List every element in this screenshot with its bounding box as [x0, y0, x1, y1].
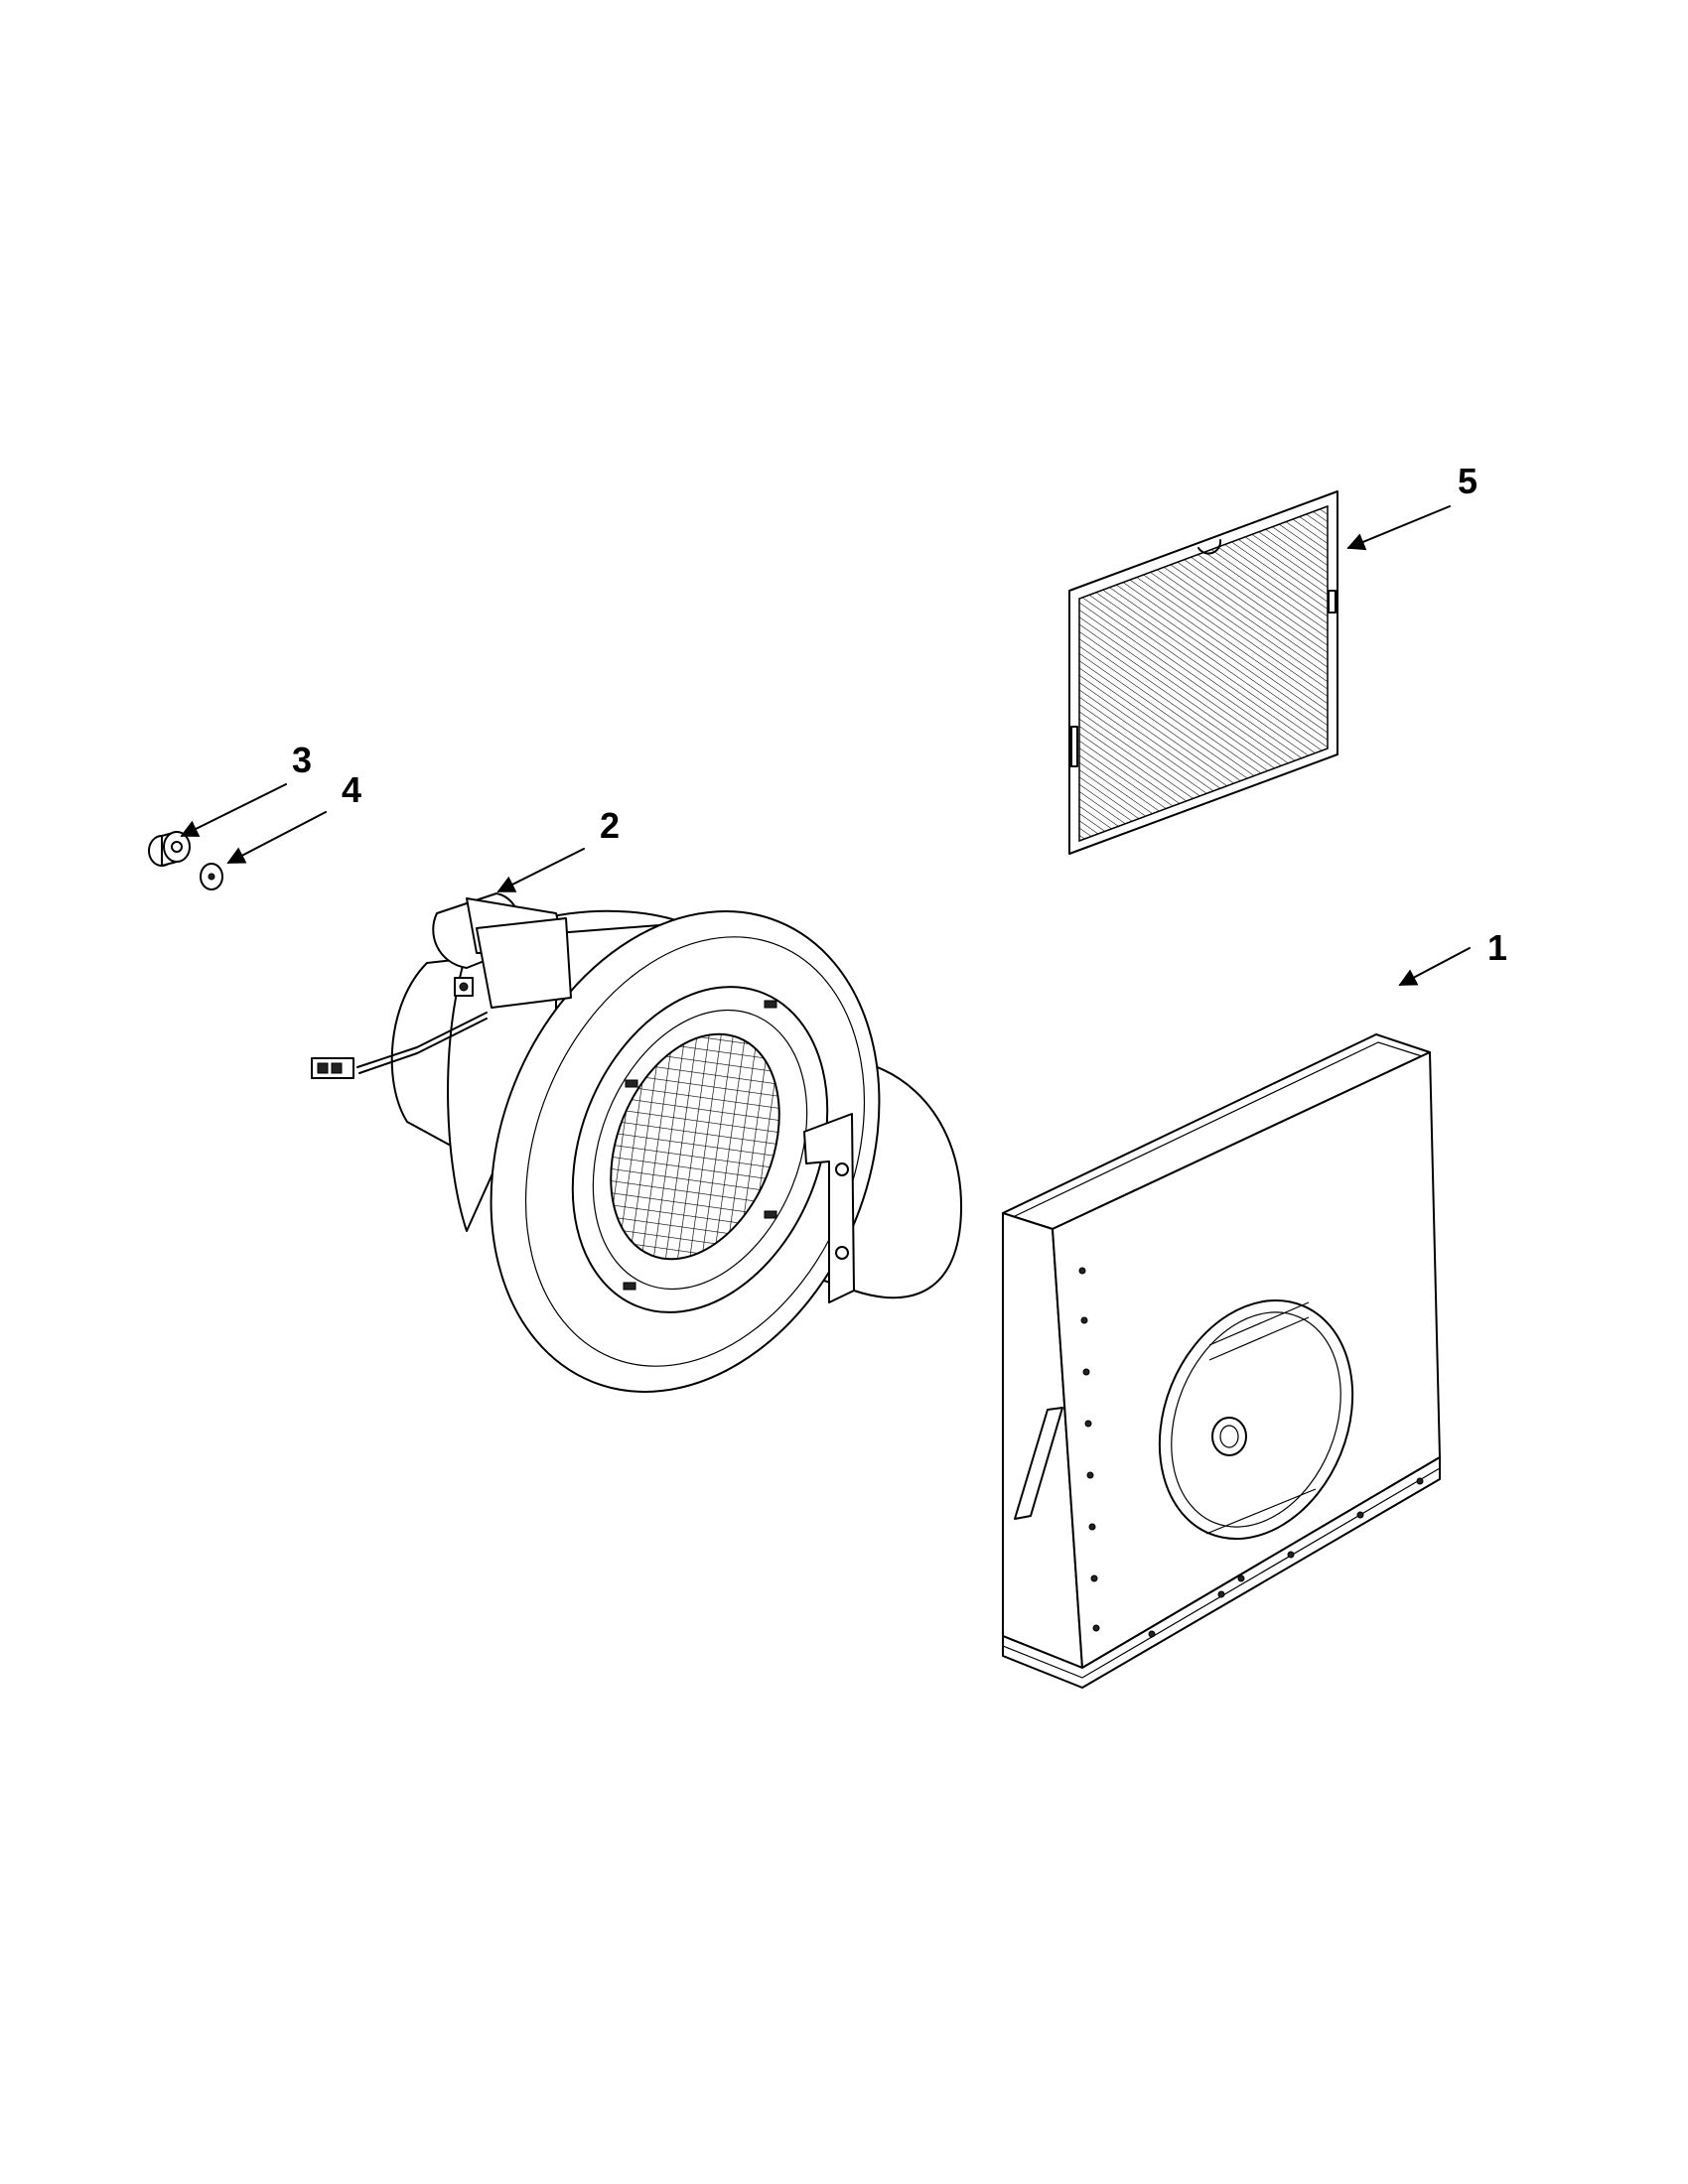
arrow-3 — [180, 783, 287, 837]
arrow-1 — [1398, 947, 1471, 986]
callout-3: 3 — [292, 740, 312, 780]
filter-part — [1068, 490, 1338, 855]
knob-part — [148, 831, 191, 867]
washer-part — [200, 863, 223, 890]
housing-rivets — [1078, 1267, 1424, 1638]
arrow-2 — [496, 848, 585, 892]
arrow-4 — [226, 811, 327, 864]
arrow-5 — [1346, 505, 1451, 551]
callout-2: 2 — [600, 805, 620, 846]
blower-part — [311, 892, 963, 1393]
callout-4: 4 — [342, 769, 361, 810]
callout-1: 1 — [1487, 927, 1507, 968]
callout-5: 5 — [1458, 461, 1477, 501]
callout-arrows — [180, 505, 1471, 986]
housing-part — [1002, 1033, 1441, 1689]
